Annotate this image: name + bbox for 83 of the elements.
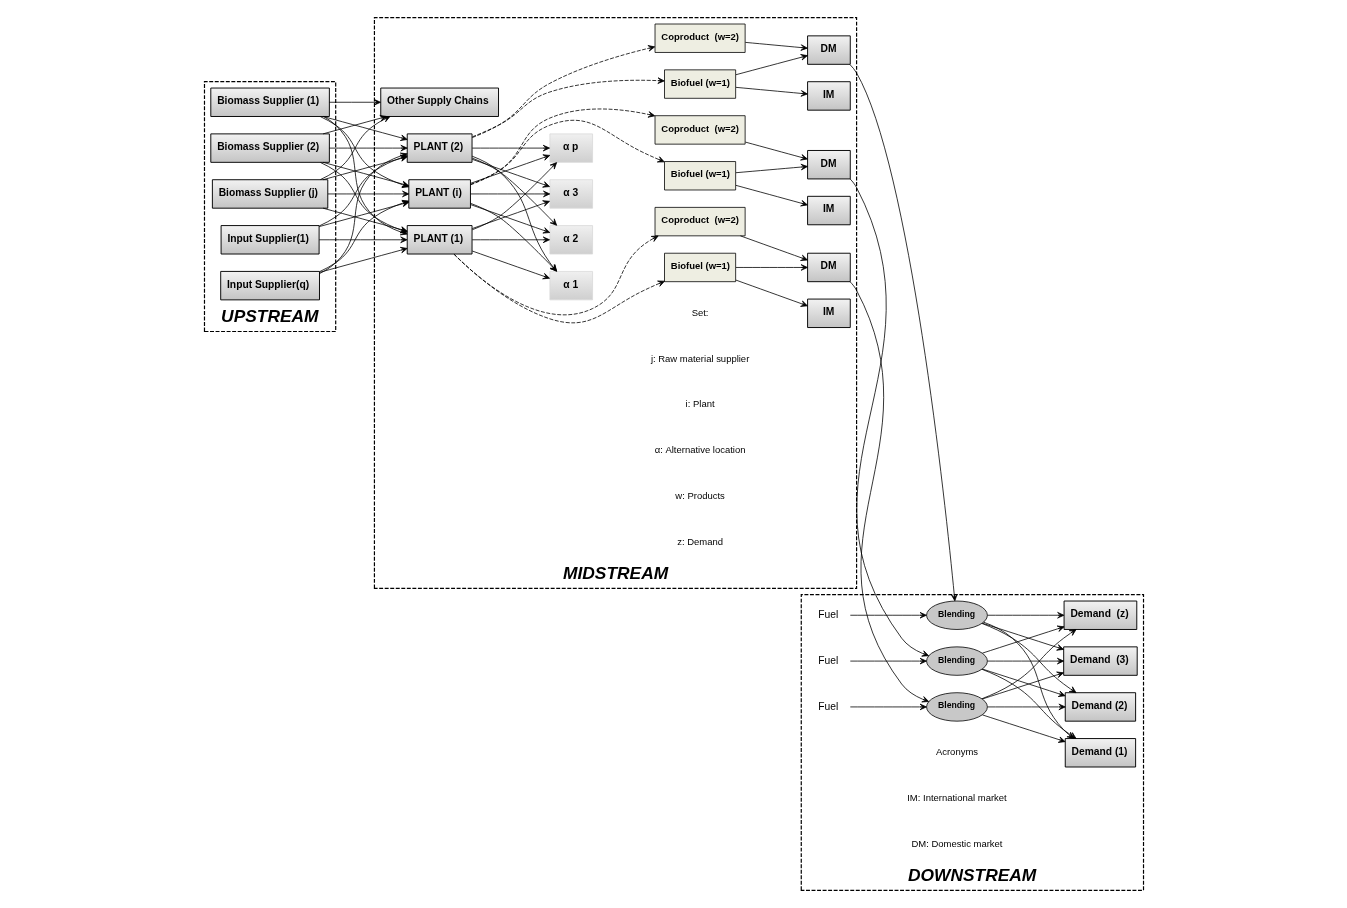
node-box: Other Supply Chains <box>379 87 499 117</box>
node-box: Demand (3) <box>1062 646 1138 676</box>
node-box: PLANT (i) <box>407 179 471 209</box>
arrow <box>318 236 407 244</box>
arrow <box>981 623 1076 694</box>
arrow <box>981 714 1065 743</box>
arrow <box>471 236 550 244</box>
label: α: Alternative location <box>654 444 745 456</box>
label: j: Raw material supplier <box>650 352 749 364</box>
arrow <box>739 235 808 261</box>
arrow <box>469 190 550 198</box>
arrow <box>849 178 929 657</box>
node-box: IM <box>806 195 851 226</box>
label: Acronyms <box>935 746 978 758</box>
arrow <box>471 250 550 280</box>
node-text: Fuel <box>817 700 838 712</box>
arrow <box>849 64 957 602</box>
arrow <box>735 264 808 271</box>
arrow <box>986 703 1066 711</box>
node-box: Coproduct (w=2) <box>654 23 746 53</box>
node-box: Biomass Supplier (j) <box>211 179 328 209</box>
node-box: Biofuel (w=1) <box>663 161 736 191</box>
node-box: Coproduct (w=2) <box>654 115 746 145</box>
arrow <box>328 99 381 106</box>
node-box: DM <box>806 150 851 180</box>
arrow <box>328 144 408 152</box>
arrow <box>469 202 557 272</box>
arrow <box>744 141 808 161</box>
node-box: IM <box>806 81 851 111</box>
arrow <box>469 119 665 185</box>
arrow <box>469 108 655 186</box>
label: IM: International market <box>906 792 1007 804</box>
arrow <box>471 200 550 229</box>
node-box: PLANT (2) <box>406 133 473 163</box>
arrow <box>469 204 550 234</box>
label: DM: Domestic market <box>910 837 1002 849</box>
arrow <box>453 235 658 316</box>
arrow <box>735 163 808 174</box>
node-ellipse: Blending <box>925 600 988 630</box>
label: Set: <box>691 306 709 318</box>
node-box: DM <box>806 252 851 283</box>
arrow <box>986 657 1064 665</box>
arrow <box>849 703 927 711</box>
arrow <box>318 246 408 273</box>
arrow <box>849 612 927 619</box>
arrow <box>471 155 557 272</box>
arrow <box>735 279 808 307</box>
arrow <box>849 281 929 703</box>
node-box: PLANT (1) <box>406 225 473 255</box>
arrow <box>744 42 808 51</box>
node-text: Fuel <box>817 608 838 620</box>
node-box: Biomass Supplier (2) <box>209 133 330 163</box>
arrow <box>327 190 409 198</box>
arrow <box>471 45 655 138</box>
node-box: α p <box>549 133 593 163</box>
arrow <box>849 657 927 665</box>
arrow <box>735 86 808 97</box>
node-box: Biofuel (w=1) <box>663 69 736 99</box>
label: w: Products <box>674 490 725 502</box>
node-ellipse: Blending <box>925 692 988 722</box>
arrow <box>471 77 665 138</box>
arrow <box>981 629 1076 700</box>
node-box: DM <box>806 35 851 65</box>
arrow <box>735 184 808 207</box>
arrow <box>735 54 808 76</box>
node-box: Demand (z) <box>1063 600 1137 630</box>
arrow <box>471 144 550 152</box>
arrow <box>986 612 1064 619</box>
node-box: Coproduct (w=2) <box>654 207 746 237</box>
node-box: Biomass Supplier (1) <box>209 87 330 117</box>
label: z: Demand <box>676 535 723 547</box>
node-ellipse: Blending <box>925 646 988 676</box>
node-box: α 3 <box>549 179 593 209</box>
node-box: IM <box>806 298 851 328</box>
label: i: Plant <box>685 398 715 410</box>
node-box: Demand (1) <box>1064 738 1136 768</box>
node-box: α 2 <box>549 225 593 255</box>
node-text: Fuel <box>817 654 838 666</box>
node-box: Input Supplier(q) <box>219 270 320 301</box>
node-box: α 1 <box>549 271 593 301</box>
node-box: Biofuel (w=1) <box>663 252 736 283</box>
node-box: Input Supplier(1) <box>220 225 320 255</box>
node-box: Demand (2) <box>1064 692 1136 722</box>
